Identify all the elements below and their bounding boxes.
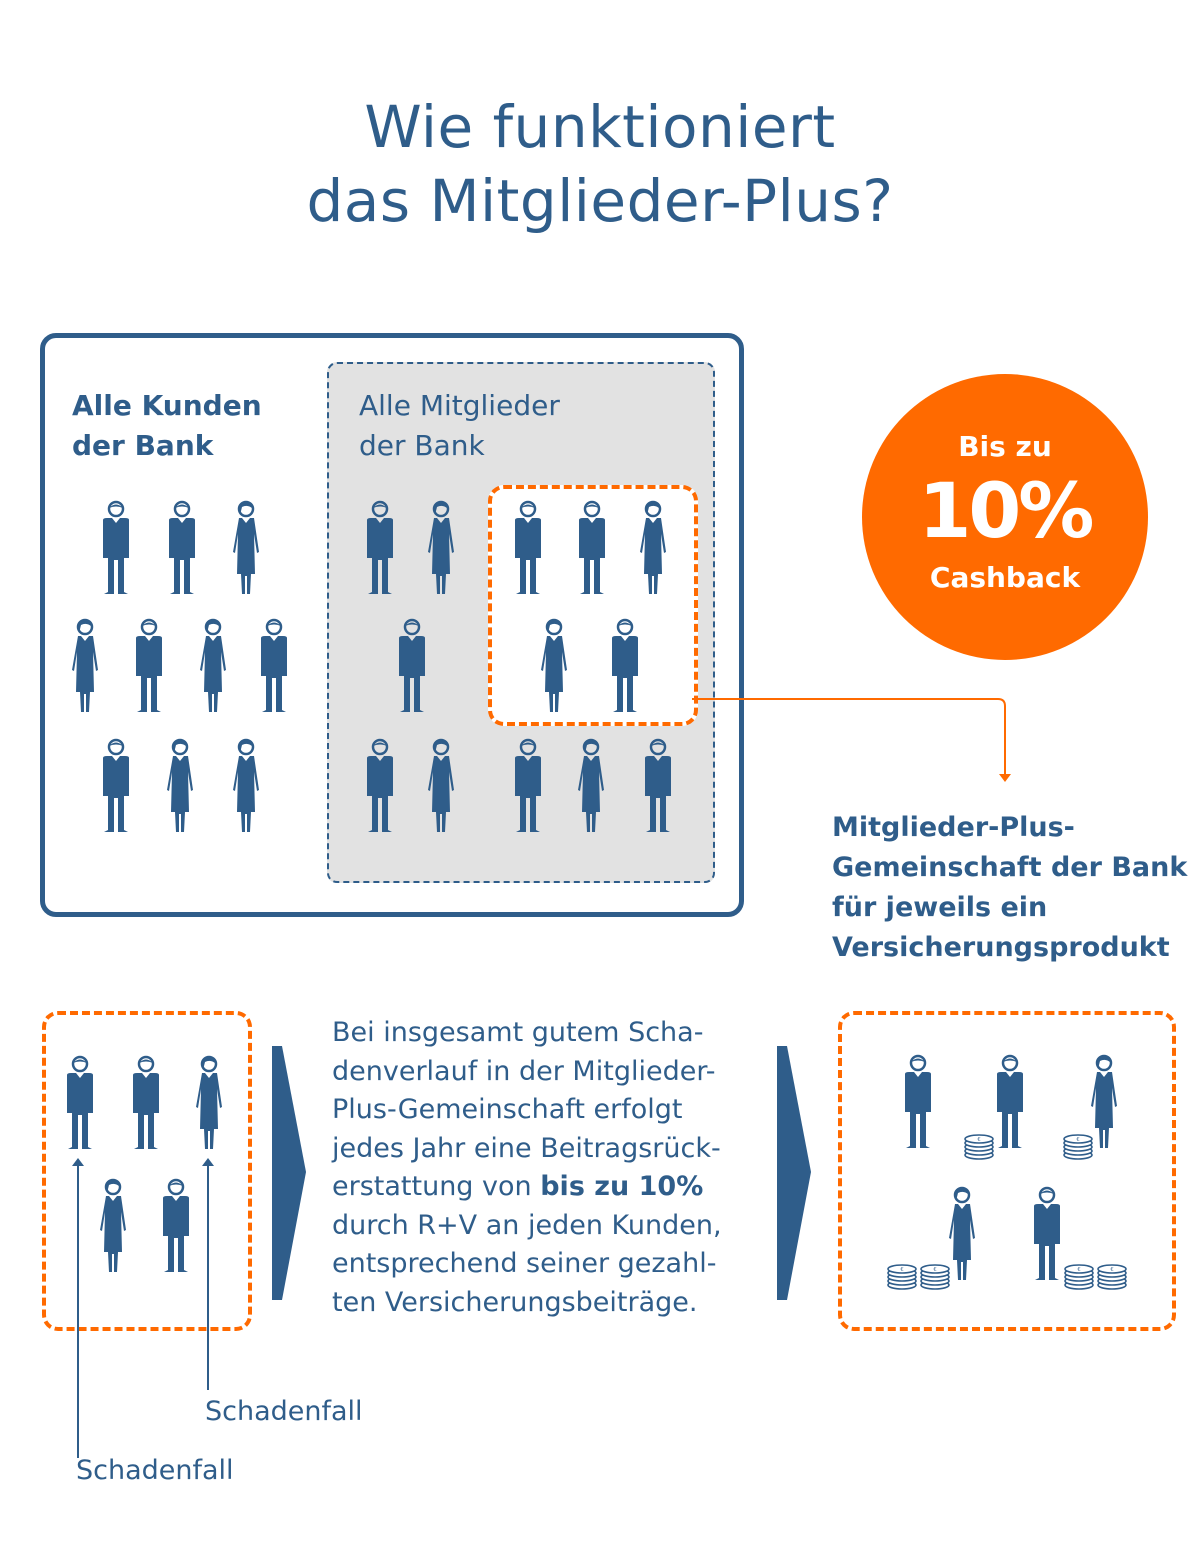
community-label-line-1: Mitglieder-Plus- <box>832 812 1075 843</box>
coin-stack-icon <box>1096 1264 1128 1290</box>
description-line: Plus-Gemeinschaft erfolgt <box>332 1094 683 1125</box>
man-icon <box>257 618 291 714</box>
woman-icon <box>229 500 263 596</box>
connector-arrow-icon <box>692 698 1011 782</box>
man-icon <box>1030 1186 1064 1282</box>
description-line: jedes Jahr eine Beitragsrück- <box>332 1132 721 1164</box>
man-icon <box>363 738 397 834</box>
all-customers-label-line-2: der Bank <box>72 429 214 462</box>
woman-icon <box>574 738 608 834</box>
description-line: ten Versicherungsbeiträge. <box>332 1286 698 1318</box>
description-line: denverlauf in der Mitglieder- <box>332 1055 716 1087</box>
woman-icon <box>424 500 458 596</box>
cashback-badge-percent: 10% <box>918 466 1095 555</box>
coin-stack-icon <box>963 1134 995 1160</box>
man-icon <box>901 1054 935 1150</box>
man-icon <box>641 738 675 834</box>
man-icon <box>575 500 609 596</box>
man-icon <box>99 500 133 596</box>
page-title: Wie funktioniert das Mitglieder-Plus? <box>0 90 1200 238</box>
claim-label-1: Schadenfall <box>76 1455 234 1486</box>
description-text: Bei insgesamt gutem Scha- denverlauf in … <box>332 1014 772 1322</box>
coin-stack-icon <box>1062 1134 1094 1160</box>
man-icon <box>395 618 429 714</box>
coin-stack-icon <box>919 1264 951 1290</box>
man-icon <box>511 738 545 834</box>
description-line: durch R+V an jeden Kunden, <box>332 1209 722 1241</box>
woman-icon <box>68 618 102 714</box>
man-icon <box>165 500 199 596</box>
title-line-1: Wie funktioniert <box>364 93 836 161</box>
woman-icon <box>192 1055 226 1151</box>
claim-label-2: Schadenfall <box>205 1396 363 1427</box>
all-customers-label: Alle Kunden der Bank <box>72 386 262 466</box>
all-customers-label-line-1: Alle Kunden <box>72 389 262 422</box>
claims-group-box <box>42 1011 252 1331</box>
description-line: entsprechend seiner gezahl- <box>332 1248 717 1279</box>
man-icon <box>608 618 642 714</box>
all-customers-box <box>40 333 744 917</box>
community-label: Mitglieder-Plus- Gemeinschaft der Bank f… <box>832 808 1187 968</box>
man-icon <box>99 738 133 834</box>
woman-icon <box>424 738 458 834</box>
cashback-badge-line-3: Cashback <box>929 561 1081 594</box>
description-line: erstattung von bis zu 10% <box>332 1168 772 1207</box>
community-label-line-2: Gemeinschaft der Bank <box>832 852 1188 883</box>
chevron-right-icon <box>777 1046 811 1300</box>
all-members-label: Alle Mitglieder der Bank <box>359 386 560 466</box>
woman-icon <box>196 618 230 714</box>
description-line: Bei insgesamt gutem Scha- <box>332 1017 704 1048</box>
woman-icon <box>636 500 670 596</box>
community-label-line-4: Versicherungsprodukt <box>832 932 1170 963</box>
woman-icon <box>229 738 263 834</box>
cashback-badge-line-1: Bis zu <box>958 430 1052 463</box>
all-members-label-line-1: Alle Mitglieder <box>359 389 560 422</box>
coin-stack-icon <box>886 1264 918 1290</box>
claim-arrows-icon <box>72 1158 214 1458</box>
chevron-right-icon <box>272 1046 306 1300</box>
man-icon <box>511 500 545 596</box>
man-icon <box>993 1054 1027 1150</box>
community-label-line-3: für jeweils ein <box>832 892 1048 923</box>
man-icon <box>132 618 166 714</box>
man-icon <box>129 1055 163 1151</box>
man-icon <box>63 1055 97 1151</box>
woman-icon <box>163 738 197 834</box>
cashback-badge: Bis zu 10% Cashback <box>862 374 1148 660</box>
title-line-2: das Mitglieder-Plus? <box>306 167 894 235</box>
refund-group-box <box>838 1011 1176 1331</box>
woman-icon <box>537 618 571 714</box>
description-text-span: erstattung von <box>332 1171 541 1202</box>
coin-stack-icon <box>1063 1264 1095 1290</box>
man-icon <box>363 500 397 596</box>
all-members-label-line-2: der Bank <box>359 429 485 462</box>
description-highlight: bis zu 10% <box>540 1171 704 1202</box>
